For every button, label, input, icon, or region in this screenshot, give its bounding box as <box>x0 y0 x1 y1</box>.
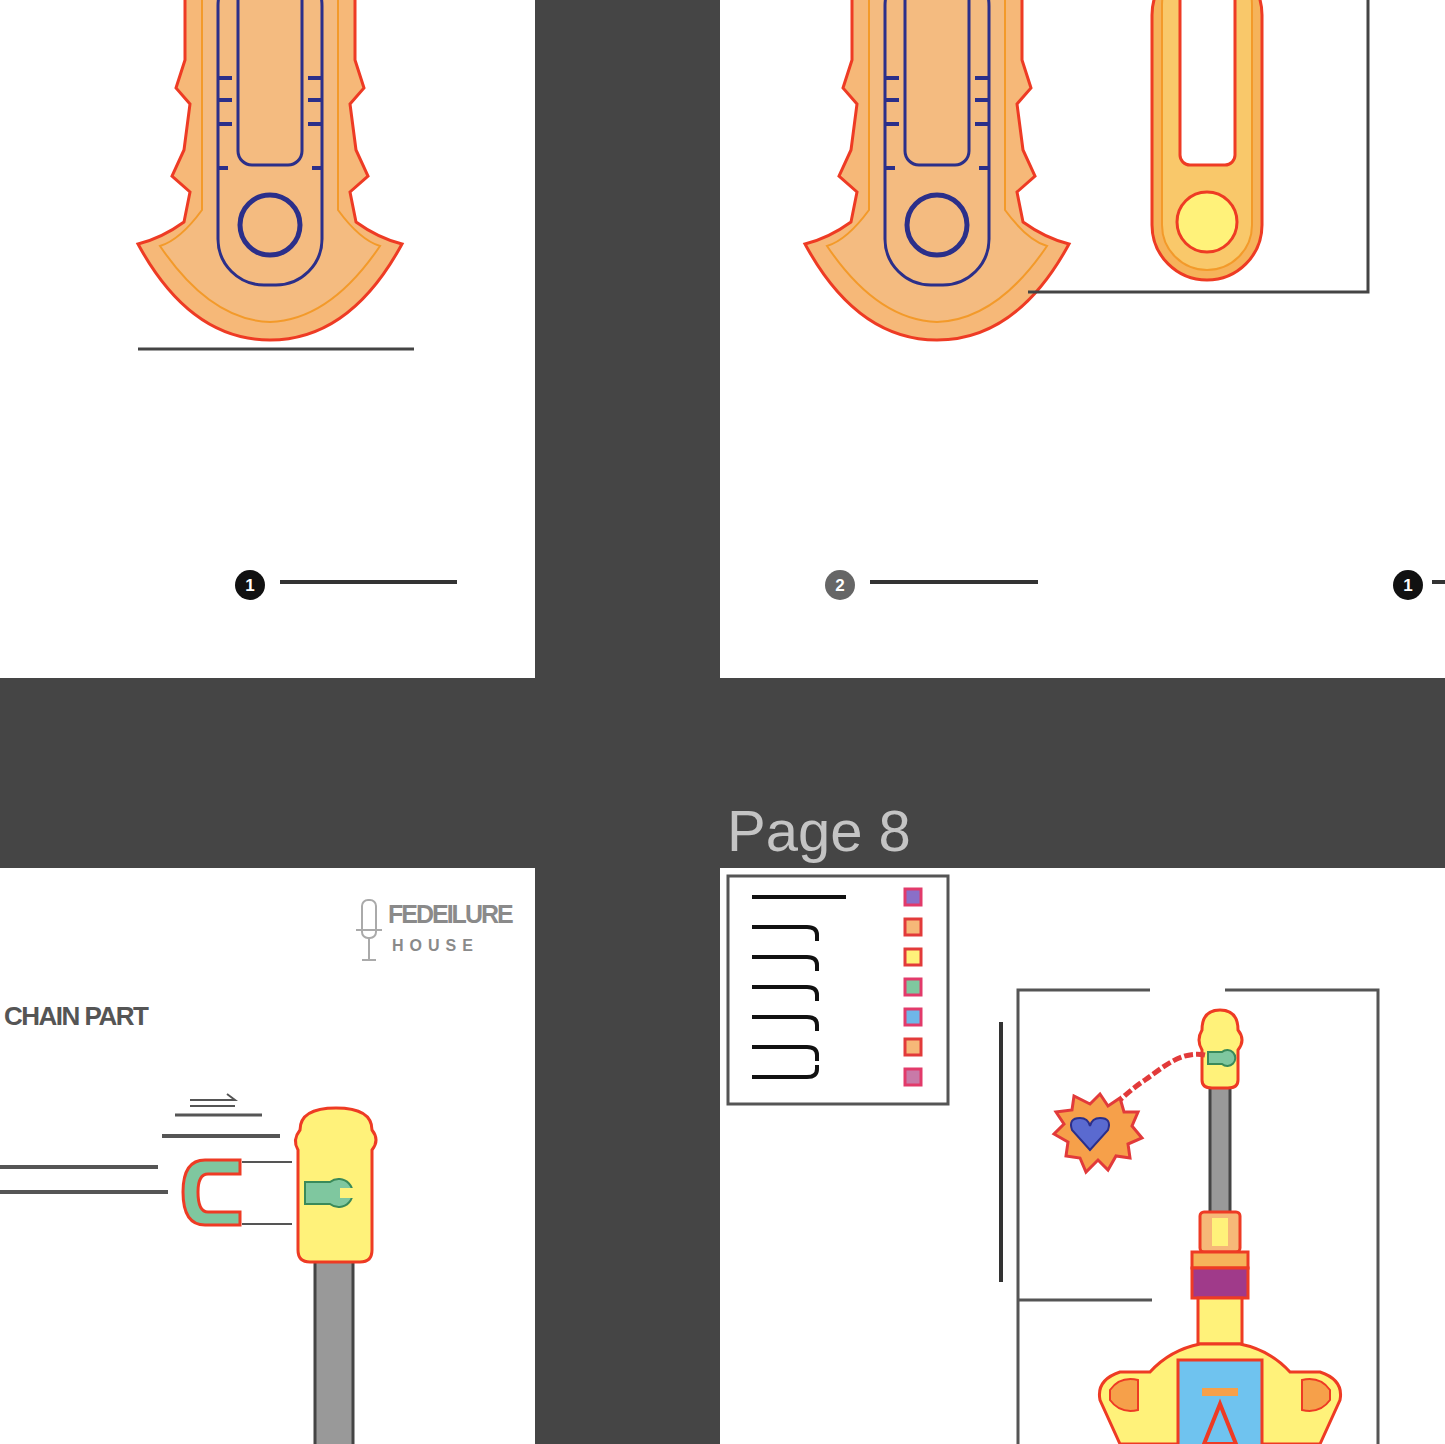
watermark-icon <box>356 900 382 960</box>
callout-number: 1 <box>245 577 254 594</box>
callout-number: 2 <box>835 577 844 594</box>
part-name: CHAIN PART <box>4 1003 147 1029</box>
keyblade-assembly <box>1001 990 1378 1444</box>
callout-marker <box>235 570 1445 600</box>
chain-part <box>0 1094 376 1444</box>
watermark: FEDEILURE <box>388 902 512 927</box>
blade-part <box>138 0 402 340</box>
callout-number: 1 <box>1403 577 1412 594</box>
blade-part <box>805 0 1069 340</box>
watermark: HOUSE <box>392 938 479 954</box>
parts-key <box>728 876 948 1104</box>
handle-part <box>1152 0 1262 280</box>
fold-line <box>138 348 414 351</box>
bracket <box>1028 0 1368 292</box>
gutter-horizontal <box>0 678 1445 868</box>
page-number: Page 8 <box>727 802 911 860</box>
